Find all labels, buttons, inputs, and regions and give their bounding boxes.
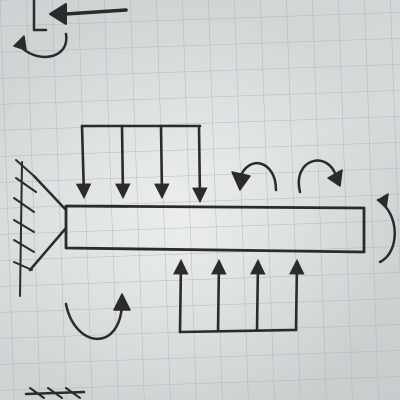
moment-arrow-right-top bbox=[297, 159, 343, 194]
bottom-load-arrow-1 bbox=[173, 258, 189, 334]
top-distributed-load bbox=[75, 124, 208, 204]
top-load-arrow-2 bbox=[115, 124, 131, 200]
beam bbox=[64, 204, 366, 254]
moment-arrow-left-top bbox=[231, 161, 278, 192]
top-load-arrow-3 bbox=[154, 124, 170, 200]
top-load-arrow-1 bbox=[75, 124, 92, 200]
fixed-support bbox=[13, 159, 68, 297]
top-load-arrow-4 bbox=[192, 124, 208, 204]
bottom-distributed-load bbox=[173, 258, 305, 334]
bottom-load-arrow-2 bbox=[211, 258, 227, 333]
bottom-load-arrow-4 bbox=[289, 258, 305, 332]
bottom-load-arrow-3 bbox=[250, 258, 266, 332]
bottom-partial-sketch bbox=[24, 387, 86, 399]
moment-arrow-bottom-left bbox=[64, 293, 131, 340]
top-partial-sketch bbox=[13, 0, 128, 59]
moment-arrow-beam-end bbox=[376, 193, 396, 264]
